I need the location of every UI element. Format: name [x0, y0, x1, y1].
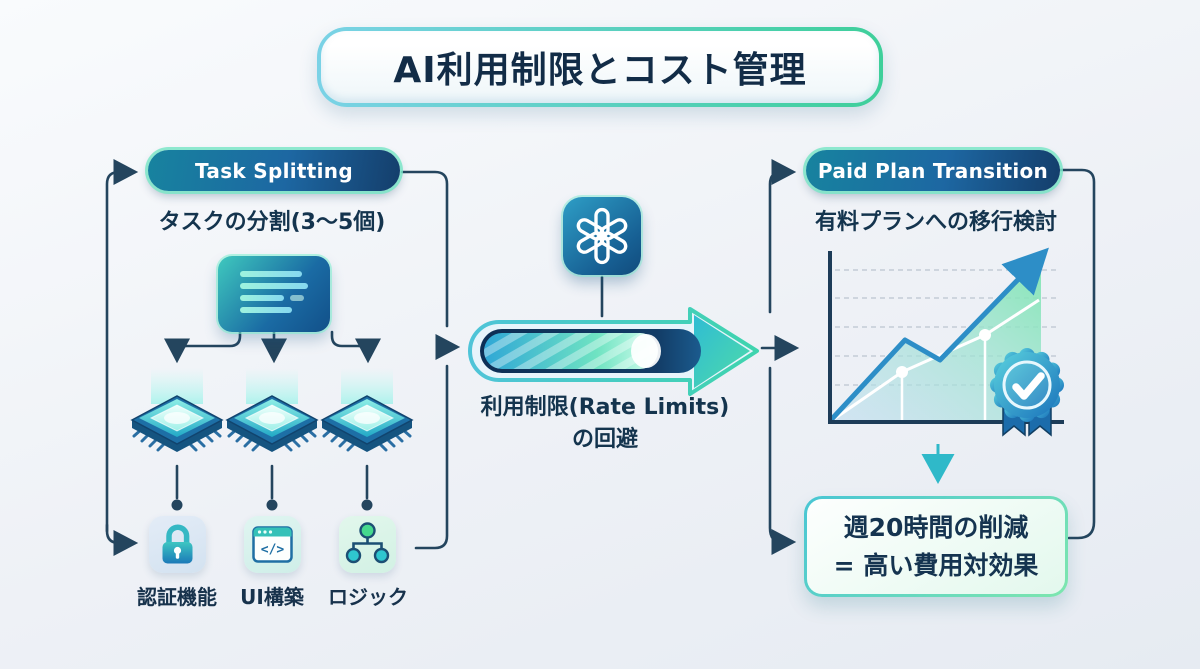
task-splitting-badge: Task Splitting: [148, 150, 400, 191]
title-banner: AI利用制限とコスト管理: [317, 27, 883, 107]
svg-text:</>: </>: [261, 543, 285, 558]
rate-limit-progress-arrow: [468, 307, 759, 396]
paid-plan-subtitle: 有料プランへの移行検討: [814, 210, 1057, 235]
cpu-chip-icon: [320, 368, 414, 454]
chart-axes: [828, 251, 1064, 424]
result-line-1: 週20時間の削減: [843, 513, 1029, 542]
item-label-logic: ロジック: [328, 585, 408, 609]
rate-limit-caption: 利用制限(Rate Limits) の回避: [450, 392, 760, 456]
openai-logo-icon: [563, 197, 641, 275]
caption-line-2: の回避: [571, 426, 638, 452]
item-label-ui: UI構築: [240, 585, 304, 609]
code-window-icon: </>: [244, 516, 301, 573]
task-splitting-label: Task Splitting: [195, 158, 353, 183]
check-ribbon-icon: [990, 348, 1064, 437]
chip-stem-dots: [171, 499, 373, 511]
growth-chart: [828, 247, 1064, 437]
cpu-chip-icon: [130, 368, 224, 452]
chart-area-fill: [831, 256, 1041, 420]
cpu-chip-icon: [225, 368, 319, 454]
task-document-icon: [218, 256, 330, 332]
result-line-2: = 高い費用対効果: [833, 550, 1039, 580]
flowchart-icon: [339, 516, 396, 573]
flow-connectors: [105, 159, 1096, 556]
page-title: AI利用制限とコスト管理: [393, 50, 807, 91]
result-box: 週20時間の削減 = 高い費用対効果: [804, 496, 1068, 597]
caption-line-1: 利用制限(Rate Limits): [480, 395, 730, 420]
paid-plan-label: Paid Plan Transition: [817, 158, 1049, 183]
task-splitting-subtitle: タスクの分割(3〜5個): [158, 210, 386, 235]
paid-plan-badge: Paid Plan Transition: [806, 150, 1060, 191]
lock-icon: [149, 516, 206, 573]
item-label-auth: 認証機能: [137, 585, 217, 609]
chart-growth-line: [828, 247, 1049, 423]
